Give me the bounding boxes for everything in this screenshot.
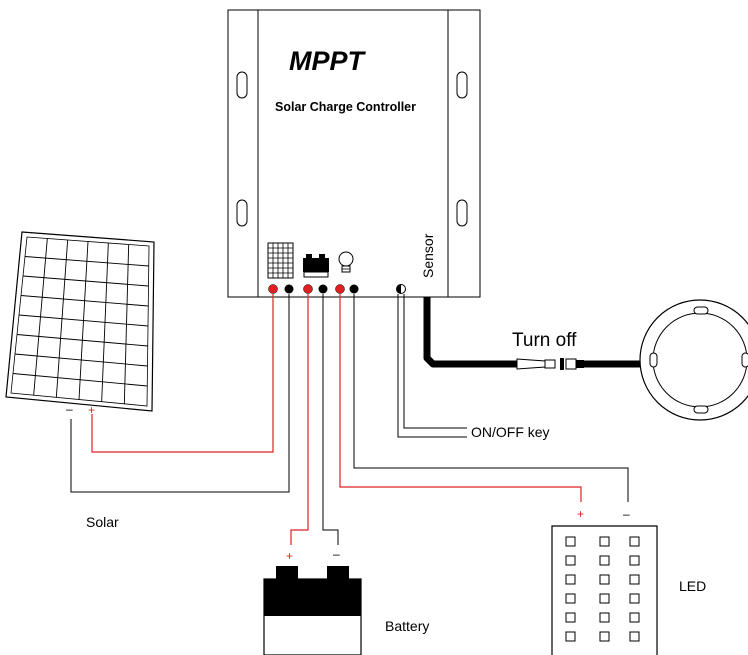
led-cell — [565, 593, 576, 604]
led-cell — [599, 631, 610, 642]
battery-positive-terminal — [303, 284, 313, 294]
solar-wiring — [70, 294, 290, 493]
onoff-key-label: ON/OFF key — [471, 424, 550, 440]
controller-title: MPPT — [289, 46, 367, 76]
led-plus-sign: + — [577, 507, 584, 521]
solar-negative-terminal — [284, 284, 294, 294]
led-minus-sign: – — [623, 507, 630, 521]
solar-cell-line — [24, 256, 149, 267]
mounting-slot — [456, 199, 468, 227]
led-positive-terminal — [335, 284, 345, 294]
led-cell — [599, 574, 610, 585]
bulb-icon — [338, 251, 354, 273]
solar-label: Solar — [86, 514, 119, 530]
mounting-slot — [236, 71, 248, 99]
sensor-label: Sensor — [420, 233, 436, 278]
led-cell — [565, 555, 576, 566]
solar-cell-line — [12, 373, 148, 387]
battery-wiring — [290, 294, 339, 545]
led-cell — [565, 631, 576, 642]
battery-label: Battery — [385, 618, 429, 634]
onoff-key-port — [396, 284, 406, 294]
led-cell — [565, 536, 576, 547]
led-cell — [629, 593, 640, 604]
battery-negative-terminal — [318, 284, 328, 294]
solar-minus-sign: – — [66, 402, 73, 416]
led-cell — [565, 612, 576, 623]
controller-subtitle: Solar Charge Controller — [275, 100, 416, 114]
solar-panel-icon — [267, 242, 294, 279]
battery-minus-sign: – — [333, 547, 340, 561]
led-cell — [629, 574, 640, 585]
sensor-connector — [516, 358, 584, 370]
led-cell — [629, 555, 640, 566]
battery-plus-sign: + — [286, 549, 293, 563]
solar-plus-sign: + — [88, 403, 95, 417]
battery — [263, 566, 362, 655]
solar-cell-line — [22, 275, 149, 287]
led-cell — [629, 631, 640, 642]
led-cell — [599, 555, 610, 566]
solar-cell-line — [16, 334, 148, 347]
charge-controller: MPPT Solar Charge Controller Sensor — [227, 9, 481, 298]
led-negative-terminal — [349, 284, 359, 294]
solar-panel — [5, 231, 155, 412]
onoff-key-wire — [397, 294, 467, 438]
solar-cell-line — [18, 314, 149, 327]
led-wiring — [339, 294, 629, 502]
led-cell — [629, 536, 640, 547]
battery-icon — [303, 254, 329, 278]
led-cell — [629, 612, 640, 623]
turn-off-label: Turn off — [512, 330, 577, 351]
onoff-key-wire — [403, 294, 467, 429]
led-cell — [599, 612, 610, 623]
solar-cell-line — [20, 295, 149, 307]
led-label: LED — [679, 578, 706, 594]
led-cell — [599, 593, 610, 604]
light-sensor — [639, 299, 748, 421]
sensor-cable — [423, 297, 517, 368]
solar-positive-terminal — [268, 284, 278, 294]
led-panel — [551, 525, 658, 655]
mounting-slot — [456, 71, 468, 99]
solar-cell-line — [14, 353, 148, 367]
led-cell — [599, 536, 610, 547]
led-cell — [565, 574, 576, 585]
mounting-slot — [236, 199, 248, 227]
